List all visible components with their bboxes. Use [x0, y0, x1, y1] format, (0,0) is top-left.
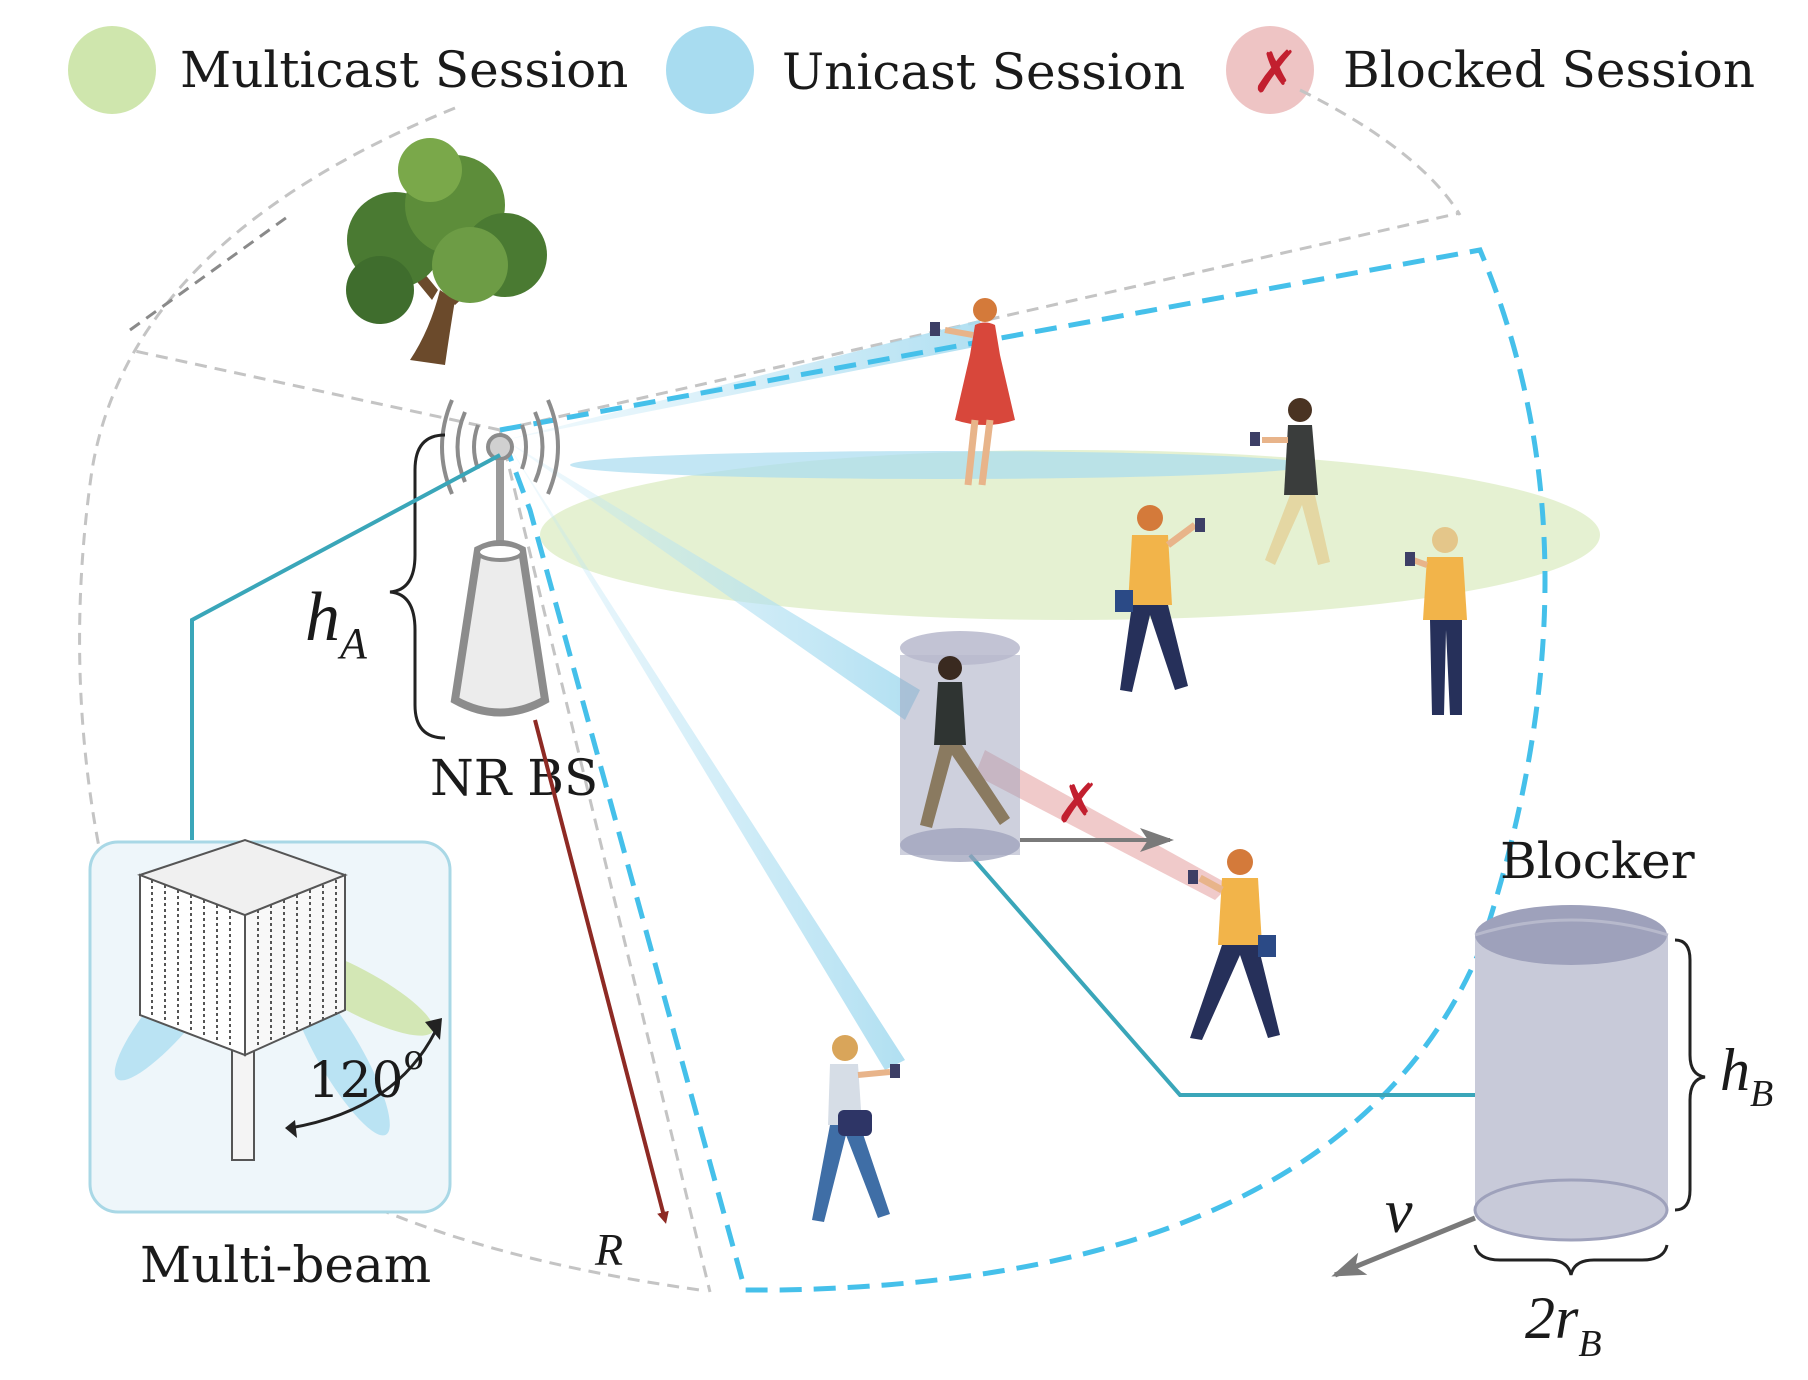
- blocked-x-icon: ✗: [1251, 38, 1300, 106]
- link-blocker-to-detail: [968, 853, 1480, 1097]
- user-yellow-man-right: [1405, 527, 1467, 715]
- link-bs-to-multibeam: [190, 453, 501, 840]
- user-yellow-man-left: [1115, 505, 1205, 692]
- user-walking-man: [1250, 398, 1330, 565]
- height-b-label: hB: [1720, 1037, 1773, 1115]
- blocker-person: [920, 656, 1010, 828]
- unicast-beam-woman-bag: [505, 440, 905, 1070]
- diameter-brace: [1473, 1244, 1669, 1276]
- sector-boundary-left: [129, 348, 501, 432]
- book-icon: [1115, 590, 1133, 612]
- bag-icon: [838, 1110, 872, 1136]
- diameter-label: 2rB: [1525, 1285, 1602, 1365]
- unicast-legend-swatch: [666, 26, 754, 114]
- velocity-label: v: [1385, 1178, 1413, 1246]
- coverage-circle-right: [1299, 88, 1462, 216]
- multibeam-inset: 120o: [88, 838, 452, 1214]
- unicast-beam-blocked-user: [505, 440, 920, 720]
- blocked-legend-label: Blocked Session: [1343, 41, 1755, 99]
- sector-boundary-bottom: [498, 429, 712, 1293]
- unicast-beams: [505, 320, 985, 1070]
- velocity-arrow: [1331, 1215, 1476, 1278]
- phone-icon: [1188, 870, 1198, 884]
- phone-icon: [930, 322, 940, 336]
- phone-icon: [1195, 518, 1205, 532]
- radius-label: R: [594, 1224, 623, 1275]
- blocked-legend-swatch: [1226, 26, 1314, 114]
- blocker-label: Blocker: [1500, 832, 1695, 890]
- user-woman-bag: [812, 1035, 900, 1222]
- blocked-beam: [975, 750, 1230, 900]
- unicast-beam-woman-red: [505, 320, 985, 440]
- multibeam-label: Multi-beam: [140, 1236, 431, 1294]
- legend: Multicast Session Unicast Session ✗ Bloc…: [68, 26, 1755, 114]
- height-brace-a: [389, 433, 446, 740]
- angle-arc: [289, 1031, 437, 1130]
- multicast-legend-label: Multicast Session: [180, 41, 628, 99]
- blocked-mark-icon: ✗: [1055, 772, 1100, 835]
- sector-boundary-upper: [129, 213, 291, 332]
- tower-body-icon: [450, 540, 550, 717]
- tree-icon: [346, 138, 547, 365]
- radius-arrow: [533, 719, 669, 1224]
- base-station-label: NR BS: [430, 749, 598, 807]
- blocker-cylinder: [1473, 905, 1669, 1242]
- multicast-beam-core: [570, 451, 1310, 479]
- angle-label: 120o: [308, 1038, 424, 1109]
- phone-icon: [890, 1064, 900, 1078]
- unicast-legend-label: Unicast Session: [782, 43, 1185, 101]
- served-sector: [496, 247, 1548, 1293]
- sector-boundary-top: [499, 211, 1461, 432]
- height-brace-b: [1674, 938, 1706, 1212]
- height-a-label: hA: [305, 579, 368, 668]
- user-woman-red-dress: [930, 298, 1015, 486]
- phone-icon: [1250, 432, 1260, 446]
- phone-icon: [1405, 552, 1415, 566]
- multicast-zone: [540, 450, 1600, 620]
- multicast-legend-swatch: [68, 26, 156, 114]
- user-blocked: [1188, 849, 1280, 1040]
- book-icon: [1258, 935, 1276, 957]
